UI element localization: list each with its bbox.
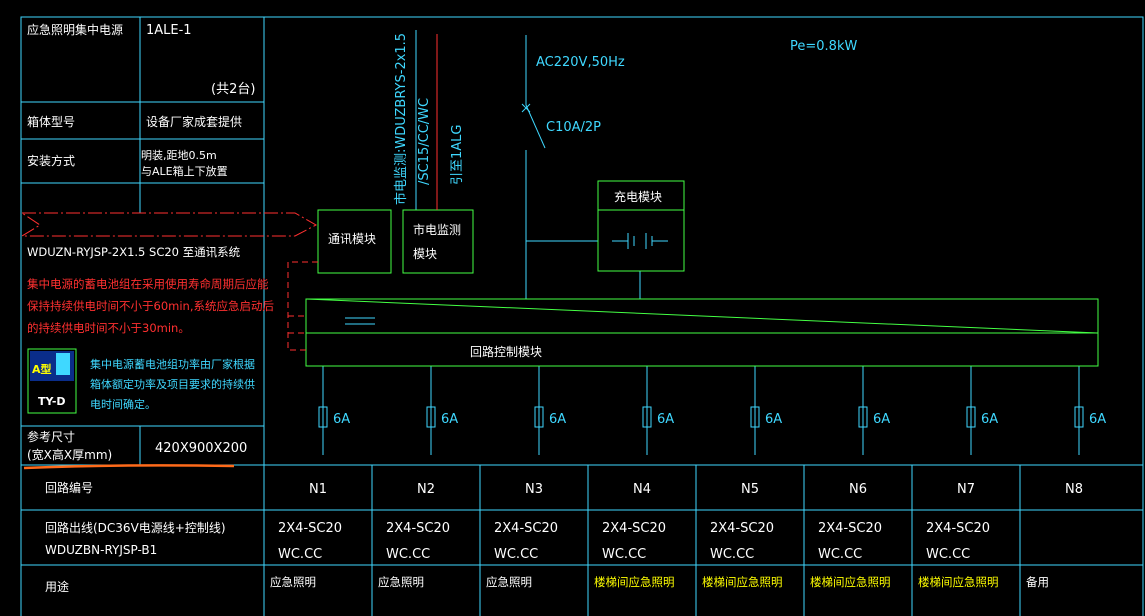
circuit-lay-cell: WC.CC (926, 547, 970, 562)
device-badge-icon (27, 348, 77, 414)
device-note: 集中电源蓄电池组功率由厂家根据 箱体额定功率及项目要求的持续供 电时间确定。 (90, 357, 255, 411)
circuit-no-cell: N6 (849, 482, 867, 497)
circuit-no-cell: N4 (633, 482, 651, 497)
fuse-label: 6A (333, 412, 350, 427)
circuit-usage-cell: 楼梯间应急照明 (810, 575, 891, 589)
warning-note: 集中电源的蓄电池组在采用使用寿命周期后应能 保持持续供电时间不小于60min,系… (27, 277, 274, 335)
row3-value-1: 明装,距地0.5m (141, 149, 217, 162)
device-note-1: 集中电源蓄电池组功率由厂家根据 (90, 357, 255, 371)
supply-label: AC220V,50Hz (536, 55, 625, 70)
size-label-1: 参考尺寸 (27, 429, 75, 444)
circuit-spec-cell: 2X4-SC20 (494, 521, 558, 536)
comm-module-box (317, 209, 392, 274)
red-lines (20, 34, 438, 351)
circuit-no-cell: N8 (1065, 482, 1083, 497)
fuse-labels: 6A 6A 6A 6A 6A 6A 6A 6A (333, 412, 1106, 427)
mains-source: 引至1ALG (450, 125, 465, 185)
circuit-table: 回路编号 回路出线(DC36V电源线+控制线) WDUZBN-RYJSP-B1 … (45, 480, 226, 594)
fuse-label: 6A (1089, 412, 1106, 427)
mains-monitor-label-1: 市电监测 (413, 222, 461, 237)
circuit-lay-cell: WC.CC (278, 547, 322, 562)
size-label-2: (宽X高X厚mm) (27, 447, 112, 462)
fuse-label: 6A (441, 412, 458, 427)
warning-line-1: 集中电源的蓄电池组在采用使用寿命周期后应能 (27, 277, 269, 291)
row3-value-2: 与ALE箱上下放置 (141, 164, 228, 178)
circuit-lay-cell: WC.CC (710, 547, 754, 562)
comm-module-label: 通讯模块 (328, 232, 376, 246)
device-note-3: 电时间确定。 (90, 397, 156, 411)
circuit-usage-cell: 楼梯间应急照明 (918, 575, 999, 589)
circuit-lay-cell: WC.CC (818, 547, 862, 562)
circuit-spec-cell: 2X4-SC20 (818, 521, 882, 536)
row3-label: 安装方式 (27, 153, 75, 168)
fuse-label: 6A (981, 412, 998, 427)
size-value: 420X900X200 (155, 441, 247, 456)
circuit-usage-cell: 楼梯间应急照明 (594, 575, 675, 589)
charge-module-box (597, 180, 685, 272)
circuit-no-cell: N1 (309, 482, 327, 497)
fuse-label: 6A (873, 412, 890, 427)
warning-line-2: 保持持续供电时间不小于60min,系统应急启动后 (27, 299, 274, 313)
circuit-lay-cell: WC.CC (602, 547, 646, 562)
circuit-no-cell: N7 (957, 482, 975, 497)
power-label: Pe=0.8kW (790, 39, 857, 54)
circuit-spec-cell: 2X4-SC20 (386, 521, 450, 536)
comm-cable-label: WDUZN-RYJSP-2X1.5 SC20 至通讯系统 (27, 245, 241, 259)
device-note-2: 箱体额定功率及项目要求的持续供 (90, 377, 255, 391)
device-badge-bottom: TY-D (38, 395, 66, 408)
mains-monitor-box (402, 209, 474, 274)
warning-line-3: 的持续供电时间不小于30min。 (27, 321, 190, 335)
mains-monitor-label-2: 模块 (413, 247, 437, 261)
fuse-label: 6A (765, 412, 782, 427)
circuit-usage-cell: 楼梯间应急照明 (702, 575, 783, 589)
row1-value: 1ALE-1 (146, 23, 192, 38)
breaker-label: C10A/2P (546, 120, 601, 135)
frame-lines (20, 16, 1144, 616)
row-header-usage: 用途 (45, 579, 69, 594)
circuit-spec-cell: 2X4-SC20 (710, 521, 774, 536)
circuit-no-cell: N5 (741, 482, 759, 497)
loop-module-label: 回路控制模块 (470, 344, 542, 359)
circuit-usage-cell: 应急照明 (378, 575, 424, 589)
mains-cable-1: 市电监测:WDUZBRYS-2x1.5 (393, 33, 409, 205)
row-header-outgoing-1: 回路出线(DC36V电源线+控制线) (45, 520, 226, 535)
circuit-no-cell: N2 (417, 482, 435, 497)
circuit-spec-cell: 2X4-SC20 (602, 521, 666, 536)
circuit-spec-cell: 2X4-SC20 (278, 521, 342, 536)
info-panel: 应急照明集中电源 1ALE-1 (共2台) 箱体型号 设备厂家成套提供 安装方式… (27, 22, 255, 259)
circuit-lay-cell: WC.CC (386, 547, 430, 562)
circuit-no-cell: N3 (525, 482, 543, 497)
charge-module-label: 充电模块 (614, 189, 662, 204)
row2-value: 设备厂家成套提供 (146, 114, 242, 129)
circuit-lay-cell: WC.CC (494, 547, 538, 562)
module-boxes (27, 180, 1099, 414)
fuse-label: 6A (657, 412, 674, 427)
circuit-usage-cell: 应急照明 (486, 575, 532, 589)
row1-label: 应急照明集中电源 (27, 22, 123, 37)
circuit-usage-cell: 应急照明 (270, 575, 316, 589)
fuse-label: 6A (549, 412, 566, 427)
row-header-outgoing-2: WDUZBN-RYJSP-B1 (45, 543, 157, 557)
row2-label: 箱体型号 (27, 114, 75, 129)
device-badge-top: A型 (32, 362, 52, 376)
size-underline (23, 464, 235, 470)
mains-cable-2: /SC15/CC/WC (417, 98, 432, 185)
row1-count: (共2台) (211, 82, 255, 97)
circuit-usage-cell: 备用 (1026, 575, 1049, 589)
circuit-spec-cell: 2X4-SC20 (926, 521, 990, 536)
row-header-circuit-no: 回路编号 (45, 480, 93, 495)
